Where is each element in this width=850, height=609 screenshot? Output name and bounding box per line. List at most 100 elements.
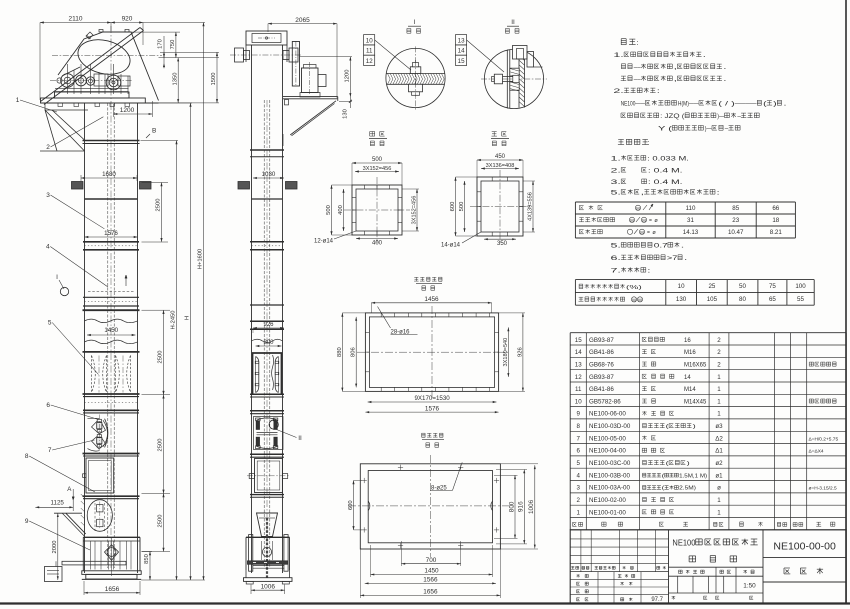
svg-text:5: 5 [576,460,580,467]
svg-text:8: 8 [25,453,29,460]
svg-text:916: 916 [518,501,525,512]
svg-text:500: 500 [459,202,465,212]
svg-text:25: 25 [708,283,715,290]
svg-text:600: 600 [348,500,354,510]
svg-text:55: 55 [797,296,804,303]
svg-text:GB68-76: GB68-76 [589,362,614,369]
svg-text:1680: 1680 [102,171,116,178]
svg-text:: 0.033 M.: : 0.033 M. [647,156,689,163]
svg-text:NE100-03B-00: NE100-03B-00 [589,472,630,479]
svg-text:9X170=1530: 9X170=1530 [414,395,450,402]
svg-text:,: , [674,64,678,71]
svg-text:.: . [783,101,787,108]
svg-text:926: 926 [517,347,523,357]
svg-text:5.: 5. [611,190,622,197]
svg-text:.: . [703,52,707,59]
svg-text:B: B [152,128,156,135]
svg-text:6.: 6. [611,255,622,262]
svg-text:M14X45: M14X45 [684,399,707,405]
svg-text:3.: 3. [611,179,622,186]
svg-text:: 0.4 M.: : 0.4 M. [648,168,683,175]
svg-text:,: , [641,190,645,197]
svg-text:1006: 1006 [528,499,535,514]
svg-text:1:50: 1:50 [743,583,756,590]
svg-text:M: M [640,230,644,235]
svg-text:(: ( [666,461,669,467]
svg-text:4: 4 [576,472,580,479]
svg-text:750: 750 [170,40,176,50]
svg-text:1: 1 [717,509,721,516]
svg-text:M: M [632,297,636,302]
svg-text:4: 4 [46,244,50,251]
svg-text:2: 2 [717,349,721,356]
svg-text:(: ( [662,486,665,492]
svg-text:ø2: ø2 [715,460,723,467]
svg-text:2: 2 [576,497,580,504]
svg-text:ø: ø [654,218,658,224]
svg-text:Y (: Y ( [658,126,674,133]
svg-text:800: 800 [263,340,274,346]
svg-text:400: 400 [372,240,383,246]
svg-text:H-2450: H-2450 [171,310,177,329]
svg-text:11: 11 [366,48,373,55]
svg-text:NE100-04-00: NE100-04-00 [589,448,626,455]
svg-text:600: 600 [450,202,456,212]
svg-text:75: 75 [769,283,776,290]
svg-text:13: 13 [458,37,465,44]
svg-text:A: A [67,486,72,493]
svg-text:NE100-03D-00: NE100-03D-00 [589,423,631,430]
svg-text:NE100-03C-00: NE100-03C-00 [589,460,631,467]
svg-text:NE100——: NE100—— [621,101,646,108]
svg-text:=: = [649,218,652,224]
svg-text:2.5M): 2.5M) [679,486,696,492]
svg-text:.: . [723,64,727,71]
svg-text:)—: )— [705,126,713,133]
svg-text:NE100-06-00: NE100-06-00 [589,411,626,418]
svg-text:=: = [647,230,650,236]
svg-text:2.: 2. [613,88,624,95]
svg-text:14: 14 [684,375,691,381]
svg-text:28-ø16: 28-ø16 [391,329,411,335]
svg-text:105: 105 [707,296,718,303]
svg-text:1200: 1200 [120,107,135,114]
svg-text:12: 12 [366,58,373,65]
svg-text:GB41-86: GB41-86 [589,386,614,393]
svg-text:7: 7 [576,435,580,442]
svg-text:10: 10 [366,37,373,44]
svg-text:: 0.4 M.: : 0.4 M. [648,179,683,186]
svg-text:.: . [681,243,685,250]
svg-text:1: 1 [16,97,20,104]
svg-text:4X139=556: 4X139=556 [527,192,533,221]
svg-text:M16X65: M16X65 [684,363,707,369]
svg-text:14: 14 [458,48,465,55]
svg-text:7: 7 [48,447,52,454]
svg-text:ø1: ø1 [715,472,723,479]
svg-text:11: 11 [575,386,582,393]
svg-text:920: 920 [122,16,133,23]
svg-text:5: 5 [48,320,52,327]
svg-text:1: 1 [717,411,721,418]
svg-text:450: 450 [495,154,506,160]
svg-text:——: —— [634,76,641,83]
svg-text:1125: 1125 [51,500,65,507]
svg-text:(%): (%) [626,285,642,291]
svg-text:10: 10 [678,283,685,290]
svg-text:500: 500 [326,205,332,215]
svg-text:ø: ø [652,230,656,236]
svg-text:M: M [638,297,642,302]
svg-text:(: ( [662,473,665,479]
svg-text:10: 10 [575,398,582,405]
svg-text:97.7: 97.7 [651,597,663,603]
svg-text:1656: 1656 [423,589,438,596]
svg-text:1030: 1030 [262,171,276,178]
svg-text:130: 130 [676,296,687,303]
svg-text:3: 3 [46,192,50,199]
svg-text:GB93-87: GB93-87 [589,374,614,381]
svg-text:700: 700 [426,557,437,564]
svg-text:23: 23 [732,217,739,224]
svg-text:(: ( [763,101,768,108]
svg-text:): ) [693,424,696,430]
svg-text:NE100-00-00: NE100-00-00 [773,541,836,553]
svg-text:——: —— [634,64,641,71]
svg-text:GB5782-86: GB5782-86 [589,398,621,405]
